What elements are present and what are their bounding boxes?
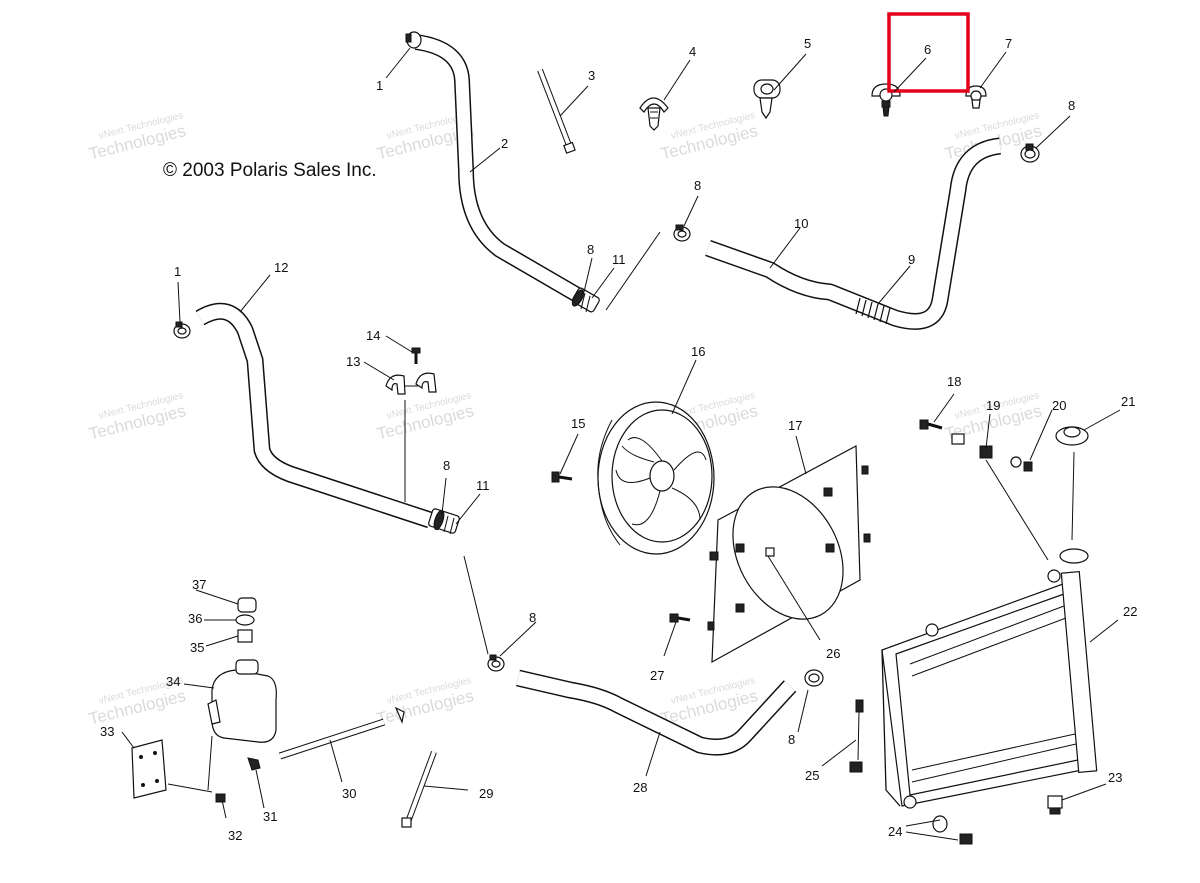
callout-2: 2 [501,136,508,151]
callout-21: 21 [1121,394,1135,409]
clamp-8-bottom-right [804,669,824,687]
callout-8: 8 [443,458,450,473]
bolt-14 [411,347,421,364]
tube-30 [278,718,386,760]
push-clip-4 [639,97,669,131]
sensor-24 [932,815,973,845]
callout-4: 4 [689,44,696,59]
callout-8: 8 [587,242,594,257]
callout-17: 17 [788,418,802,433]
callout-24: 24 [888,824,902,839]
callout-11: 11 [612,252,626,267]
hose-28 [516,669,797,756]
callout-36: 36 [188,611,202,626]
clamp-1-left [173,321,191,339]
callout-6: 6 [924,42,931,57]
bracket-13 [385,372,437,395]
callout-11: 11 [476,478,490,493]
callout-25: 25 [805,768,819,783]
callout-14: 14 [366,328,380,343]
callout-19: 19 [986,398,1000,413]
fitting-31 [247,757,261,771]
reservoir-34 [207,659,277,743]
hose-12 [195,302,460,535]
callout-30: 30 [342,786,356,801]
callout-23: 23 [1108,770,1122,785]
strap-3 [537,68,576,154]
clip-7 [965,85,987,109]
screw-32 [215,793,226,803]
callout-29: 29 [479,786,493,801]
clip-small [394,706,405,725]
callout-35: 35 [190,640,204,655]
callout-1: 1 [376,78,383,93]
callout-13: 13 [346,354,360,369]
hose-2 [414,34,600,313]
strap-29 [401,750,437,828]
callout-1: 1 [174,264,181,279]
sensor-25 [849,699,864,773]
callout-34: 34 [166,674,180,689]
callout-8: 8 [1068,98,1075,113]
clip-5 [753,79,781,120]
callout-26: 26 [826,646,840,661]
callout-18: 18 [947,374,961,389]
fitting-35 [237,629,253,643]
ring-36 [235,614,255,626]
callout-10: 10 [794,216,808,231]
callout-28: 28 [633,780,647,795]
callout-27: 27 [650,668,664,683]
callout-32: 32 [228,828,242,843]
hose-9-10 [705,137,1002,330]
clip-6 [871,83,901,117]
callout-8: 8 [694,178,701,193]
cap-21 [1055,426,1089,446]
callout-33: 33 [100,724,114,739]
callout-3: 3 [588,68,595,83]
callout-37: 37 [192,577,206,592]
callout-16: 16 [691,344,705,359]
callout-12: 12 [274,260,288,275]
fan-16 [597,401,715,555]
clamp-8-bottom-left [487,654,505,672]
callout-15: 15 [571,416,585,431]
leader-lines [121,47,1121,841]
callout-8: 8 [788,732,795,747]
screw-15 [551,471,573,483]
callout-31: 31 [263,809,277,824]
highlight-box [887,12,970,93]
callout-9: 9 [908,252,915,267]
bracket-33 [131,739,167,799]
callout-8: 8 [529,610,536,625]
bolt-18 [919,419,943,430]
callout-22: 22 [1123,604,1137,619]
clamp-8-top-right [1020,143,1040,163]
callout-7: 7 [1005,36,1012,51]
radiator-22 [881,548,1098,809]
shroud-17 [707,445,871,664]
clamp-8-mid [673,224,691,242]
copyright-notice: © 2003 Polaris Sales Inc. [163,160,377,181]
callout-labels: 1 2 3 4 5 6 7 8 8 11 8 10 9 1 12 14 13 1… [100,36,1137,843]
callout-5: 5 [804,36,811,51]
cap-37 [237,597,257,613]
clamp-1-top [405,31,422,49]
screw-27 [669,613,691,623]
nut-20 [1010,456,1033,472]
plug-23 [1047,795,1063,815]
callout-20: 20 [1052,398,1066,413]
